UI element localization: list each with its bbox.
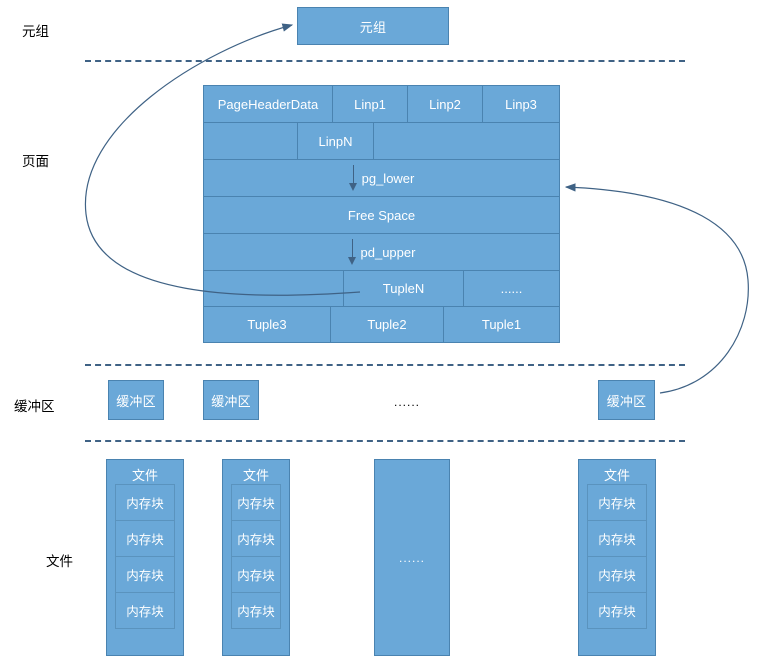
memory-block[interactable]: 内存块 (115, 556, 175, 593)
buffer-item-3[interactable]: 缓冲区 (598, 380, 655, 420)
cell-label: TupleN (382, 281, 425, 296)
cell-free-space[interactable]: Free Space (204, 197, 559, 234)
separator-buffer-file (85, 440, 685, 442)
file-column-ellipsis-label: ...... (398, 550, 425, 565)
cell-tuple1[interactable]: Tuple1 (444, 307, 559, 342)
down-arrow-icon (349, 165, 358, 191)
tuple-box[interactable]: 元组 (297, 7, 449, 45)
cell-linp2[interactable]: Linp2 (408, 86, 483, 123)
file-blocks: 内存块 内存块 内存块 内存块 (107, 484, 183, 635)
down-arrow-icon (348, 239, 357, 265)
cell-page-header-data[interactable]: PageHeaderData (204, 86, 333, 123)
cell-label: PageHeaderData (217, 96, 319, 112)
cell-label: Tuple2 (367, 317, 407, 332)
cell-label: pd_upper (360, 244, 416, 260)
separator-tuple-page (85, 60, 685, 62)
file-column-title: 文件 (242, 468, 269, 483)
memory-block[interactable]: 内存块 (115, 592, 175, 629)
buffer-label: 缓冲区 (606, 393, 647, 409)
axis-label-page: 页面 (22, 154, 49, 169)
cell-tuple-ellipsis[interactable]: ...... (464, 271, 559, 307)
file-column-title: 文件 (603, 468, 630, 483)
cell-linp3[interactable]: Linp3 (483, 86, 559, 123)
page-structure-table: PageHeaderData Linp1 Linp2 Linp3 LinpN (203, 85, 560, 343)
buffer-ellipsis: ...... (394, 395, 421, 409)
cell-linp1[interactable]: Linp1 (333, 86, 408, 123)
table-row: Free Space (204, 197, 559, 234)
cell-label: Linp2 (429, 96, 461, 112)
cell-label: Linp3 (505, 96, 537, 112)
cell-label: LinpN (318, 133, 353, 149)
axis-label-buffer: 缓冲区 (14, 399, 55, 414)
cell-label: Tuple3 (247, 317, 287, 332)
file-column-ellipsis[interactable]: ...... (374, 459, 450, 656)
memory-block[interactable]: 内存块 (115, 520, 175, 557)
cell-tuple3[interactable]: Tuple3 (204, 307, 331, 342)
tuple-box-label: 元组 (359, 19, 387, 35)
file-column-2[interactable]: 文件 内存块 内存块 内存块 内存块 (222, 459, 290, 656)
memory-block[interactable]: 内存块 (587, 520, 647, 557)
memory-block[interactable]: 内存块 (231, 556, 281, 593)
memory-block[interactable]: 内存块 (231, 484, 281, 521)
separator-page-buffer (85, 364, 685, 366)
buffer-item-1[interactable]: 缓冲区 (108, 380, 164, 420)
cell-label: Tuple1 (481, 317, 522, 332)
buffer-label: 缓冲区 (211, 393, 251, 409)
cell-linp-gap-right[interactable] (374, 123, 559, 160)
cell-pg-lower[interactable]: pg_lower (204, 160, 559, 197)
cell-linp-gap-left[interactable] (204, 123, 298, 160)
file-column-1[interactable]: 文件 内存块 内存块 内存块 内存块 (106, 459, 184, 656)
table-row: Tuple3 Tuple2 Tuple1 (204, 307, 559, 342)
cell-label: Linp1 (354, 96, 386, 112)
table-row: PageHeaderData Linp1 Linp2 Linp3 (204, 86, 559, 123)
connector-buffer-to-page (564, 183, 749, 394)
axis-label-file: 文件 (46, 554, 73, 569)
table-row: pg_lower (204, 160, 559, 197)
buffer-item-2[interactable]: 缓冲区 (203, 380, 259, 420)
cell-label: Free Space (347, 207, 416, 223)
file-column-title: 文件 (131, 468, 158, 483)
table-row: LinpN (204, 123, 559, 160)
memory-block[interactable]: 内存块 (587, 556, 647, 593)
cell-linpn[interactable]: LinpN (298, 123, 374, 160)
buffer-label: 缓冲区 (116, 393, 156, 409)
cell-pd-upper[interactable]: pd_upper (204, 234, 559, 271)
memory-block[interactable]: 内存块 (115, 484, 175, 521)
axis-label-tuple: 元组 (22, 24, 49, 39)
file-blocks: 内存块 内存块 内存块 内存块 (579, 484, 655, 635)
file-column-4[interactable]: 文件 内存块 内存块 内存块 内存块 (578, 459, 656, 656)
memory-block[interactable]: 内存块 (231, 592, 281, 629)
memory-block[interactable]: 内存块 (587, 484, 647, 521)
memory-block[interactable]: 内存块 (587, 592, 647, 629)
memory-block[interactable]: 内存块 (231, 520, 281, 557)
cell-label: pg_lower (361, 170, 415, 186)
cell-tuplen[interactable]: TupleN (344, 271, 464, 307)
table-row: pd_upper (204, 234, 559, 271)
cell-label: ...... (500, 281, 523, 296)
table-row: TupleN ...... (204, 271, 559, 307)
file-blocks: 内存块 内存块 内存块 内存块 (223, 484, 289, 635)
cell-tuple-gap-left[interactable] (204, 271, 344, 307)
cell-tuple2[interactable]: Tuple2 (331, 307, 444, 342)
